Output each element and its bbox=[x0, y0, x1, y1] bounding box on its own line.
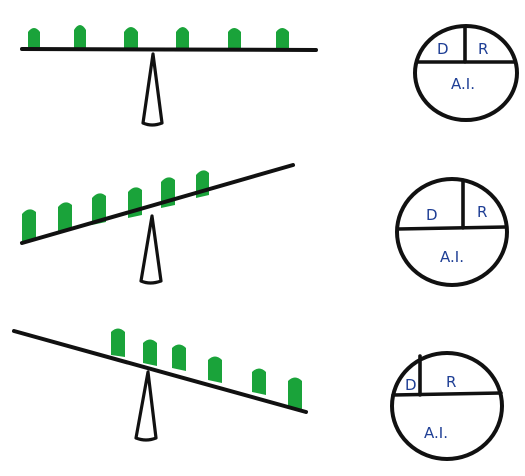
seesaw-beam bbox=[12, 329, 308, 414]
seesaw-block bbox=[28, 28, 40, 48]
seesaw-blocks-row-3 bbox=[111, 328, 302, 409]
split-circle bbox=[390, 351, 504, 461]
label-ai: A.I. bbox=[451, 75, 475, 93]
split-circle bbox=[395, 177, 509, 287]
seesaw-block bbox=[74, 25, 86, 48]
label-d: D bbox=[426, 206, 438, 224]
seesaw-fulcrum bbox=[141, 52, 164, 127]
seesaw-block bbox=[124, 27, 138, 48]
seesaw-beam bbox=[20, 47, 318, 52]
seesaw-block bbox=[288, 377, 302, 409]
label-r: R bbox=[478, 40, 488, 58]
seesaw-beam bbox=[20, 163, 295, 245]
seesaw-block bbox=[111, 328, 125, 357]
split-circle-row-2: D R A.I. bbox=[395, 177, 509, 287]
label-ai: A.I. bbox=[424, 424, 448, 442]
seesaw-fulcrum bbox=[134, 370, 158, 442]
seesaw-block bbox=[252, 368, 266, 395]
seesaw-blocks-row-2 bbox=[22, 170, 209, 242]
label-r: R bbox=[446, 373, 456, 391]
seesaw-block bbox=[176, 27, 189, 50]
seesaw-block bbox=[228, 28, 241, 49]
seesaw-fulcrum bbox=[139, 214, 163, 285]
split-circle-row-1: D R A.I. bbox=[413, 24, 519, 122]
label-d: D bbox=[437, 40, 449, 58]
seesaw-block bbox=[208, 356, 222, 383]
seesaw-block bbox=[58, 202, 72, 233]
label-ai: A.I. bbox=[440, 248, 464, 266]
circle-horizontal-divider bbox=[396, 225, 508, 231]
seesaw-block bbox=[143, 339, 157, 366]
seesaw-block bbox=[22, 209, 36, 242]
label-d: D bbox=[405, 376, 417, 394]
label-r: R bbox=[477, 203, 487, 221]
seesaw-blocks-row-1 bbox=[28, 25, 289, 50]
split-circle bbox=[413, 24, 519, 122]
seesaw-row-1 bbox=[20, 25, 318, 127]
seesaw-block bbox=[276, 28, 289, 49]
seesaw-row-3 bbox=[12, 328, 308, 442]
seesaw-row-2 bbox=[20, 163, 295, 285]
circle-horizontal-divider bbox=[391, 391, 503, 397]
seesaw-block bbox=[172, 344, 186, 371]
split-circle-row-3: D R A.I. bbox=[390, 351, 504, 461]
seesaw-block bbox=[92, 193, 106, 225]
